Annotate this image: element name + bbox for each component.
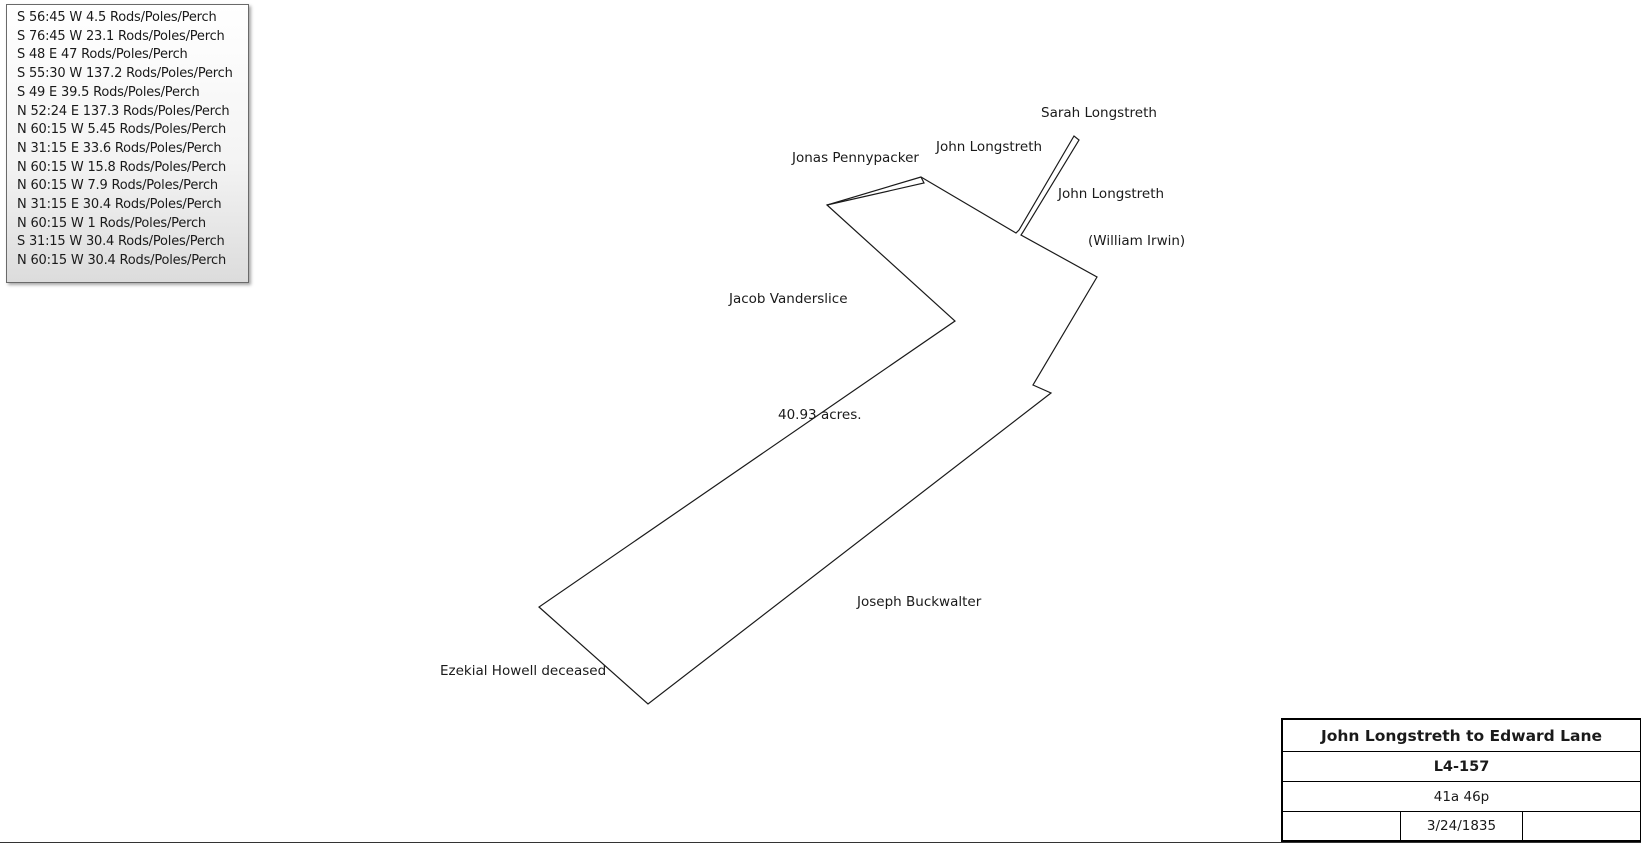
deed-title: John Longstreth to Edward Lane	[1283, 720, 1640, 752]
call-line: S 76:45 W 23.1 Rods/Poles/Perch	[17, 28, 225, 44]
call-line: N 60:15 W 1 Rods/Poles/Perch	[17, 215, 206, 231]
deed-footer-row: 3/24/1835	[1283, 812, 1640, 840]
neighbor-label-joseph-buckwalter: Joseph Buckwalter	[856, 594, 982, 610]
call-line: S 56:45 W 4.5 Rods/Poles/Perch	[17, 10, 217, 25]
pennypacker-corner-jog	[826, 176, 925, 206]
call-line: N 31:15 E 33.6 Rods/Poles/Perch	[17, 140, 222, 156]
neighbor-label-john-longstreth-east: John Longstreth	[1057, 186, 1164, 202]
neighbor-label-jonas-pennypacker: Jonas Pennypacker	[791, 150, 919, 166]
deed-date: 3/24/1835	[1401, 812, 1523, 840]
call-line: S 31:15 W 30.4 Rods/Poles/Perch	[17, 234, 225, 250]
call-line: N 60:15 W 5.45 Rods/Poles/Perch	[17, 122, 227, 138]
title-block: John Longstreth to Edward Lane L4-157 41…	[1281, 718, 1641, 842]
call-line: N 52:24 E 137.3 Rods/Poles/Perch	[17, 103, 230, 119]
call-line: N 60:15 W 30.4 Rods/Poles/Perch	[17, 253, 227, 269]
parcel-boundary	[538, 135, 1098, 705]
deed-acreage: 41a 46p	[1283, 782, 1640, 812]
footer-cell-left	[1283, 812, 1401, 840]
call-line: N 60:15 W 7.9 Rods/Poles/Perch	[17, 178, 218, 194]
neighbor-label-william-irwin: (William Irwin)	[1088, 233, 1185, 249]
area-label: 40.93 acres.	[778, 407, 862, 423]
call-line: S 55:30 W 137.2 Rods/Poles/Perch	[17, 66, 233, 82]
footer-cell-right	[1523, 812, 1640, 840]
metes-and-bounds-calls-panel: S 56:45 W 4.5 Rods/Poles/Perch S 76:45 W…	[6, 4, 249, 283]
neighbor-label-jacob-vanderslice: Jacob Vanderslice	[728, 291, 848, 307]
neighbor-label-ezekial-howell: Ezekial Howell deceased	[440, 663, 606, 679]
call-line: N 60:15 W 15.8 Rods/Poles/Perch	[17, 159, 227, 175]
page-bottom-rule	[0, 842, 1641, 843]
neighbor-label-sarah-longstreth: Sarah Longstreth	[1041, 105, 1157, 121]
call-line: N 31:15 E 30.4 Rods/Poles/Perch	[17, 197, 222, 213]
neighbor-label-john-longstreth-north: John Longstreth	[935, 139, 1042, 155]
call-line: S 48 E 47 Rods/Poles/Perch	[17, 47, 188, 63]
call-line: S 49 E 39.5 Rods/Poles/Perch	[17, 84, 200, 100]
deed-document-id: L4-157	[1283, 752, 1640, 782]
